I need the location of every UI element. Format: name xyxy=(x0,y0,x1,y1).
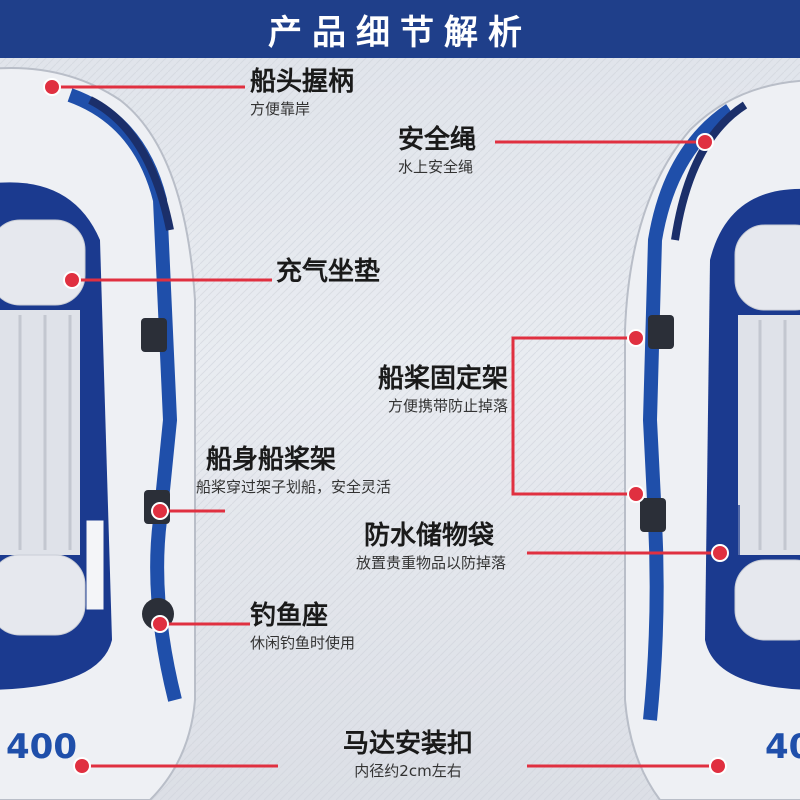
feature-fishing-seat: 钓鱼座 休闲钓鱼时使用 xyxy=(250,600,355,654)
left-seat-cushion-top xyxy=(0,219,86,306)
dot-oar-rack xyxy=(151,502,169,520)
right-oarlock-bottom xyxy=(640,498,666,532)
page-title: 产品细节解析 xyxy=(268,12,532,53)
left-boat-image xyxy=(0,67,196,800)
dot-paddle-holder-top xyxy=(627,329,645,347)
right-seat-cushion-bottom xyxy=(734,559,800,641)
feature-title: 船头握柄 xyxy=(250,67,355,97)
feature-title: 充气坐垫 xyxy=(276,257,381,287)
feature-subtitle: 休闲钓鱼时使用 xyxy=(250,634,356,652)
feature-title: 安全绳 xyxy=(398,125,477,155)
left-boat-navy-stripe xyxy=(88,96,174,231)
leader-paddle-holder xyxy=(511,336,636,496)
feature-subtitle: 方便靠岸 xyxy=(250,100,311,118)
dot-fishing-seat xyxy=(151,615,169,633)
feature-motor-mount: 马达安装扣 内径约2cm左右 xyxy=(338,728,478,782)
left-info-decal xyxy=(85,519,105,611)
dot-seat-cushion xyxy=(63,271,81,289)
right-boat-navy-stripe xyxy=(671,101,748,241)
dot-storage-bag xyxy=(711,544,729,562)
feature-seat-cushion: 充气坐垫 xyxy=(276,256,380,288)
right-boat-image xyxy=(624,79,800,800)
left-seat-cushion-bottom xyxy=(0,554,86,636)
feature-storage-bag: 防水储物袋 放置贵重物品以防掉落 xyxy=(356,520,506,574)
right-seat-cushion-top xyxy=(734,224,800,311)
feature-title: 马达安装扣 xyxy=(342,729,473,759)
feature-title: 船身船桨架 xyxy=(206,445,337,475)
page-header: 产品细节解析 xyxy=(0,0,800,58)
leader-lines xyxy=(52,85,720,768)
feature-subtitle: 方便携带防止掉落 xyxy=(387,397,508,415)
left-boat-model-number: 400 xyxy=(6,727,77,767)
feature-subtitle: 放置贵重物品以防掉落 xyxy=(356,554,507,572)
dot-safety-rope xyxy=(696,133,714,151)
feature-paddle-holder: 船桨固定架 方便携带防止掉落 xyxy=(378,363,508,417)
feature-title: 防水储物袋 xyxy=(364,521,495,551)
dot-paddle-holder-bottom xyxy=(627,485,645,503)
right-boat-model-number: 40 xyxy=(765,727,800,767)
right-oarlock-top xyxy=(648,315,674,349)
dot-motor-mount-right xyxy=(709,757,727,775)
feature-bow-handle: 船头握柄 方便靠岸 xyxy=(250,66,354,120)
feature-subtitle: 内径约2cm左右 xyxy=(354,762,462,780)
left-oarlock-top xyxy=(141,318,167,352)
feature-safety-rope: 安全绳 水上安全绳 xyxy=(398,124,476,178)
feature-subtitle: 水上安全绳 xyxy=(398,158,474,176)
dot-bow-handle xyxy=(43,78,61,96)
feature-oar-rack: 船身船桨架 船桨穿过架子划船，安全灵活 xyxy=(196,444,391,498)
left-floor xyxy=(0,310,80,555)
feature-title: 钓鱼座 xyxy=(250,601,329,631)
feature-subtitle: 船桨穿过架子划船，安全灵活 xyxy=(196,478,392,496)
right-floor xyxy=(738,315,800,555)
leader-dots xyxy=(43,78,729,775)
feature-title: 船桨固定架 xyxy=(377,364,508,394)
dot-motor-mount-left xyxy=(73,757,91,775)
